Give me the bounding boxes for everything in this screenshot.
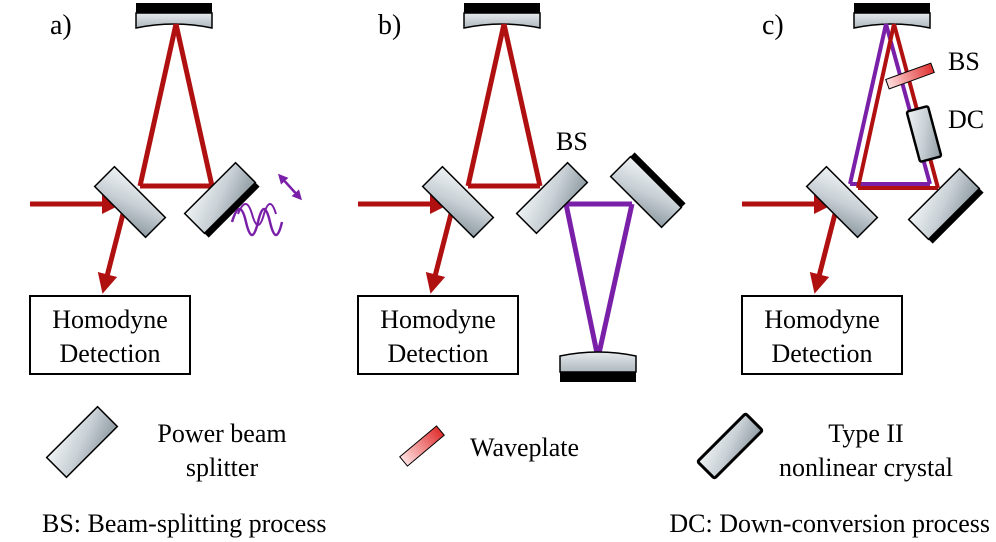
cavity-beam-a: [137, 23, 215, 189]
panel-a: a) Homodyne Dete: [29, 3, 303, 375]
beam-splitter-c: [805, 165, 879, 239]
panel-a-label: a): [50, 10, 72, 41]
legend-beam-splitter-icon: [45, 405, 119, 479]
detector-a-line2: Detection: [59, 339, 160, 368]
output-beam-a: [97, 209, 127, 294]
cavity-beam-c-red: [856, 23, 940, 190]
mirror-c-right: [907, 167, 984, 244]
homodyne-detector-b: Homodyne Detection: [357, 295, 519, 375]
beam-splitter-a: [93, 165, 167, 239]
panel-c-label: c): [762, 10, 784, 41]
legend: Power beam splitter Waveplate Type II no…: [42, 405, 990, 538]
beam-splitter-b-bs: [515, 161, 589, 235]
secondary-cavity-beam-b: [563, 201, 635, 359]
legend-crystal-line1: Type II: [828, 419, 903, 448]
legend-dc-definition: DC: Down-conversion process: [669, 509, 990, 538]
detector-a-line1: Homodyne: [52, 305, 168, 334]
legend-crystal-icon: [696, 412, 764, 480]
homodyne-detector-c: Homodyne Detection: [741, 295, 903, 375]
panel-b-label: b): [378, 10, 401, 41]
output-beam-b: [425, 209, 455, 294]
cavity-beam-b: [465, 23, 543, 189]
legend-bs-definition: BS: Beam-splitting process: [42, 509, 327, 538]
dc-label-c: DC: [948, 105, 984, 134]
detector-c-line2: Detection: [771, 339, 872, 368]
moving-mirror-a: [183, 161, 260, 238]
beam-splitter-b-left: [421, 165, 495, 239]
mirror-b-right: [609, 152, 686, 229]
legend-beam-splitter-line2: splitter: [186, 453, 259, 482]
curved-mirror-b-bottom: [559, 351, 637, 382]
panel-b: b) BS Homod: [357, 3, 686, 382]
bs-label-c: BS: [948, 47, 980, 76]
output-beam-c: [809, 209, 839, 294]
nonlinear-crystal-c: [905, 105, 943, 163]
detector-b-line1: Homodyne: [380, 305, 496, 334]
detector-b-line2: Detection: [387, 339, 488, 368]
legend-waveplate-icon: [399, 425, 445, 467]
curved-mirror-c: [853, 3, 931, 29]
legend-waveplate-label: Waveplate: [470, 433, 579, 462]
panel-c: c) BS DC Homodyne: [741, 3, 984, 375]
homodyne-detector-a: Homodyne Detection: [29, 295, 191, 375]
modulation-wave-icon: [230, 207, 284, 237]
detector-c-line1: Homodyne: [764, 305, 880, 334]
legend-crystal-line2: nonlinear crystal: [779, 453, 953, 482]
waveplate-c: [885, 62, 935, 90]
legend-beam-splitter-line1: Power beam: [157, 419, 286, 448]
bs-label-b: BS: [556, 127, 588, 156]
motion-arrow-icon: [277, 173, 303, 201]
